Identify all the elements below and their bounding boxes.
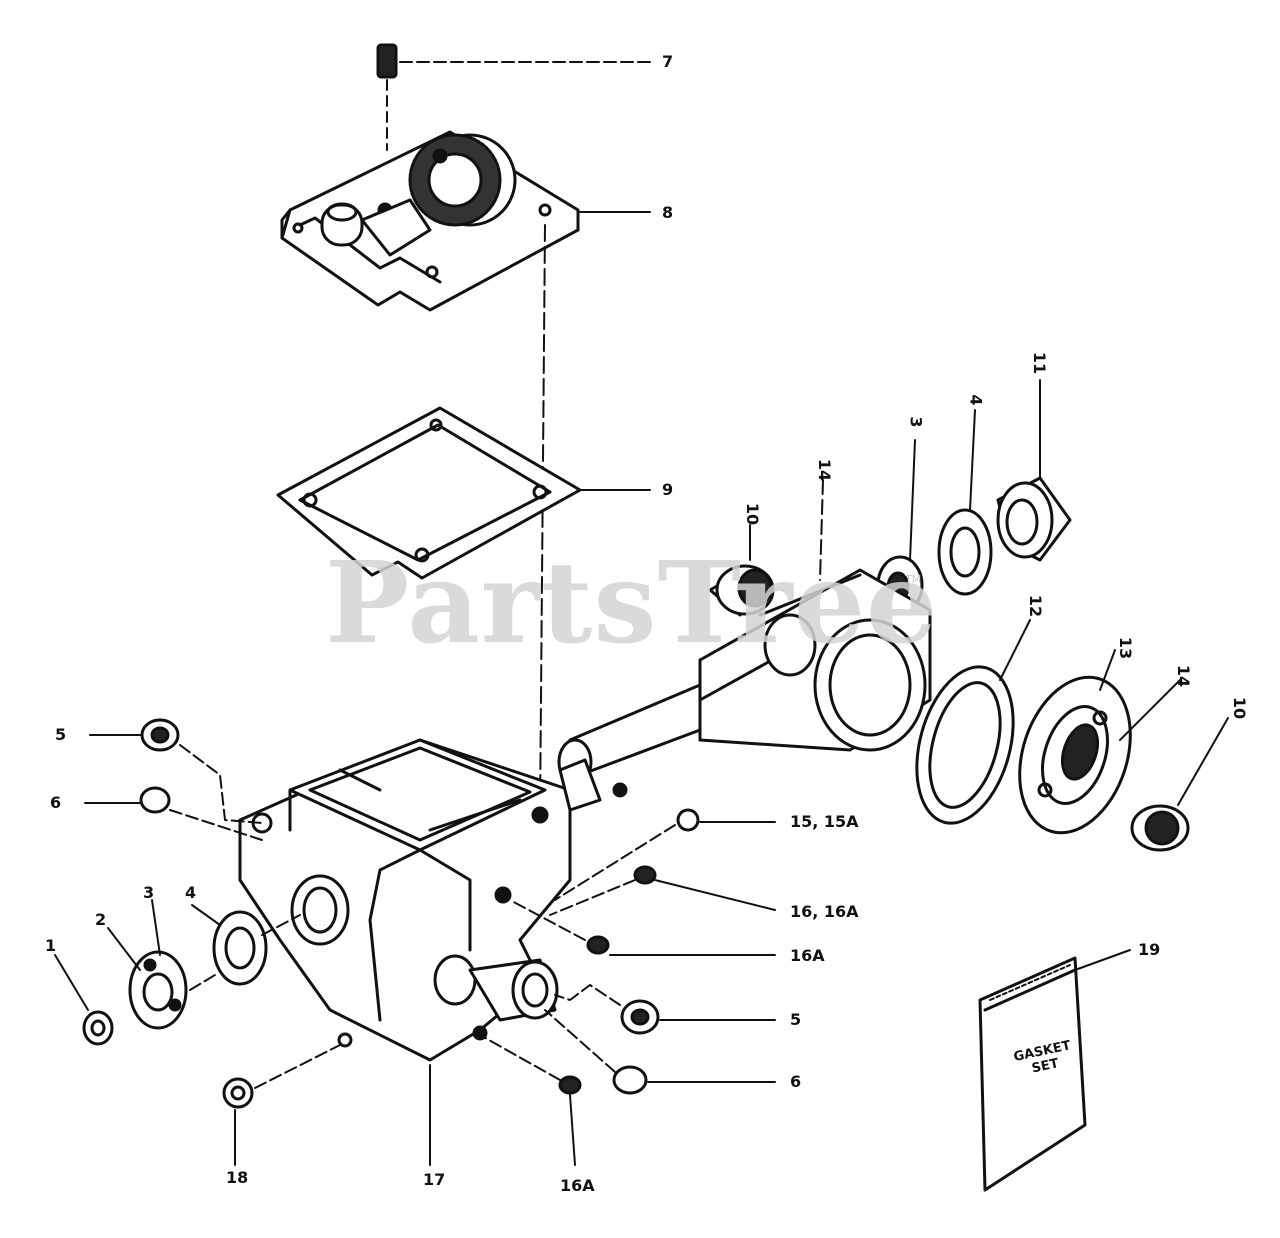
part-17-housing	[238, 738, 628, 1166]
callout-10-right: 10	[1230, 696, 1250, 720]
callout-12: 12	[1026, 594, 1046, 618]
callout-3-top: 3	[906, 416, 926, 428]
callout-14-top: 14	[815, 458, 835, 482]
callout-18: 18	[226, 1168, 249, 1187]
callout-11: 11	[1030, 351, 1050, 375]
callout-14-right: 14	[1174, 664, 1194, 688]
callout-5-left: 5	[55, 725, 67, 744]
callout-15-15A: 15, 15A	[790, 812, 859, 831]
callout-10-top: 10	[743, 502, 763, 526]
part-7-set-screw	[376, 43, 651, 151]
part-5-nut-right	[554, 984, 776, 1035]
part-16A-plug-bottom	[479, 1034, 582, 1166]
callout-7: 7	[662, 52, 674, 71]
part-14-shaft-assembly	[557, 479, 932, 786]
callout-19: 19	[1138, 940, 1161, 959]
part-6-oring-left	[84, 786, 263, 841]
callout-3-left: 3	[143, 883, 155, 902]
part-5-nut-left	[89, 718, 263, 824]
part-2-3-flange-left	[107, 899, 216, 1030]
part-10-bearing-top	[708, 524, 775, 617]
part-12-gasket	[915, 619, 1031, 825]
part-16-plug	[549, 865, 776, 916]
part-11-bearing-flange	[996, 379, 1072, 562]
callout-8: 8	[662, 203, 674, 222]
part-8-cover-plate	[280, 130, 651, 312]
callout-4-left: 4	[185, 883, 197, 902]
callout-16-16A: 16, 16A	[790, 902, 859, 921]
part-1-nut	[54, 954, 114, 1046]
part-16A-plug-mid	[509, 899, 776, 956]
part-9-gasket	[276, 406, 651, 580]
part-10-bearing-right	[1130, 717, 1229, 852]
callout-6-left: 6	[50, 793, 62, 812]
part-18-bushing	[222, 1044, 341, 1166]
callout-1: 1	[45, 936, 57, 955]
callout-5-right: 5	[790, 1010, 802, 1029]
part-13-end-cap	[1018, 649, 1132, 835]
callout-16A-bottom: 16A	[560, 1176, 595, 1195]
part-4-shim-top	[937, 409, 993, 596]
part-6-oring-right	[544, 1009, 776, 1095]
leader-14-right	[1119, 679, 1181, 741]
callout-2: 2	[95, 910, 107, 929]
trademark-mark: TM	[905, 573, 922, 586]
callout-4-top: 4	[966, 394, 986, 406]
callout-13: 13	[1116, 636, 1136, 660]
part-4-shim-left	[191, 904, 301, 986]
part-15-plug	[554, 808, 776, 901]
callout-6-right: 6	[790, 1072, 802, 1091]
callout-16A-mid: 16A	[790, 946, 825, 965]
callout-9: 9	[662, 480, 674, 499]
callout-17: 17	[423, 1170, 446, 1189]
part-19-gasket-bag	[978, 949, 1131, 1192]
